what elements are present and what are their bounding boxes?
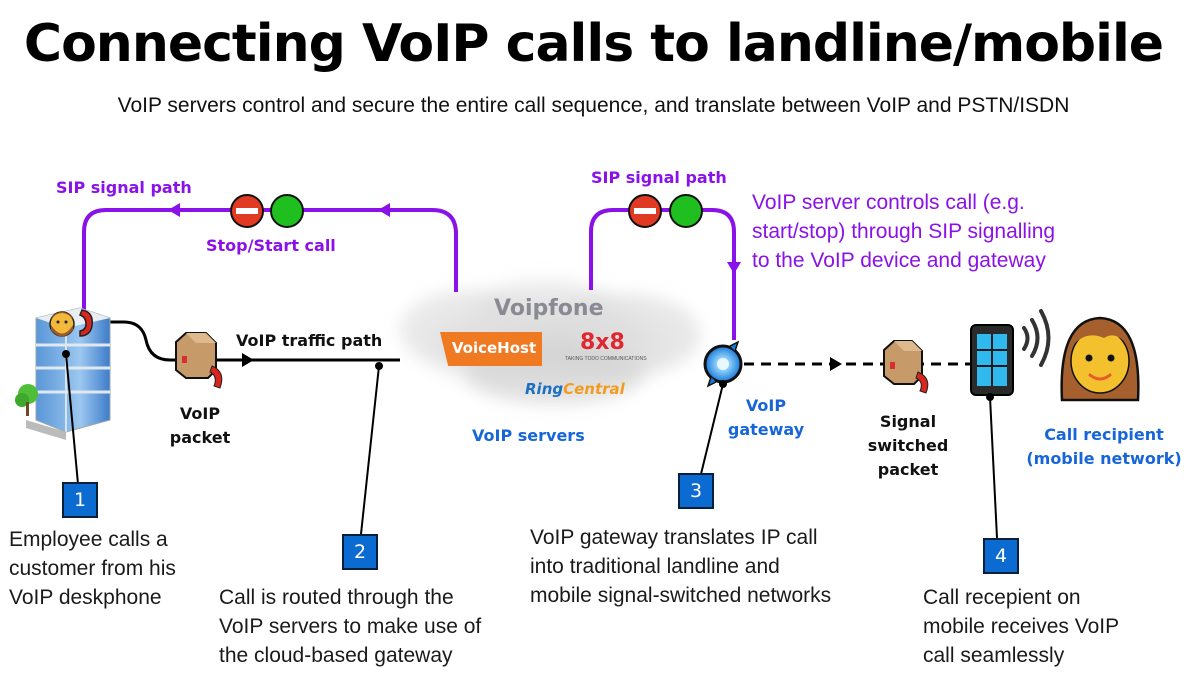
sip-arrow-right [727, 262, 741, 274]
sip-arrow-left-2 [378, 203, 390, 217]
voip-packet-label: VoIP packet [160, 402, 240, 450]
call-recipient-label: Call recipient (mobile network) [1024, 423, 1184, 471]
step-badge-2: 2 [342, 534, 378, 570]
mobile-phone-icon [970, 324, 1014, 396]
step-line: into traditional landline and [530, 555, 780, 578]
page-title: Connecting VoIP calls to landline/mobile [23, 14, 1164, 74]
ringcentral-logo-central: Central [563, 380, 625, 398]
switched-label-line: Signal [879, 412, 937, 431]
switched-label-line: packet [877, 460, 939, 479]
step-line: mobile receives VoIP [923, 615, 1120, 638]
voip-servers-label: VoIP servers [472, 426, 585, 445]
step-description-1: Employee calls a customer from his VoIP … [9, 525, 176, 612]
stop-icon-left [230, 194, 264, 228]
step-line: Employee calls a [9, 528, 168, 551]
step-line: Call recepient on [923, 586, 1081, 609]
step-line: VoIP servers to make use of [219, 615, 482, 638]
voipfone-logo-text: Voipfone [494, 296, 604, 321]
sip-signal-path-label-left: SIP signal path [56, 178, 192, 197]
start-icon-right [669, 194, 703, 228]
eightbyeight-tagline: TAKING TODO COMMUNICATIONS [565, 356, 647, 362]
gateway-label-line: gateway [727, 420, 805, 439]
step-line: the cloud-based gateway [219, 644, 453, 667]
step-badge-3: 3 [678, 473, 714, 509]
gateway-label-line: VoIP [745, 396, 787, 415]
note-line: to the VoIP device and gateway [752, 249, 1046, 272]
call-recipient-avatar-icon [1060, 316, 1140, 402]
step-line: customer from his [9, 557, 176, 580]
signal-waves-icon [1022, 309, 1051, 367]
recipient-label-line: (mobile network) [1026, 449, 1182, 468]
callout-line-2 [360, 362, 383, 535]
traffic-arrow [242, 353, 254, 367]
switched-packet-label: Signal switched packet [858, 410, 958, 482]
eightbyeight-logo: 8x8 [580, 330, 625, 355]
step-description-4: Call recepient on mobile receives VoIP c… [923, 583, 1119, 670]
step-description-2: Call is routed through the VoIP servers … [219, 583, 481, 670]
sip-signal-path-label-right: SIP signal path [591, 168, 727, 187]
recipient-label-line: Call recipient [1044, 425, 1164, 444]
note-line: VoIP server controls call (e.g. [752, 191, 1025, 214]
callout-line-4 [986, 393, 998, 539]
step-line: Call is routed through the [219, 586, 454, 609]
packet-label-line: VoIP [179, 404, 221, 423]
ringcentral-logo-ring: Ring [525, 380, 564, 398]
voipfone-logo: Voipfone [494, 296, 604, 321]
start-icon-left [270, 194, 304, 228]
sip-path-left [82, 208, 458, 322]
step-badge-1: 1 [62, 482, 98, 518]
step-description-3: VoIP gateway translates IP call into tra… [530, 523, 831, 610]
callout-line-1 [62, 350, 79, 485]
ringcentral-logo: RingCentral [525, 380, 625, 398]
stop-start-call-label: Stop/Start call [206, 236, 336, 255]
sip-path-right [589, 208, 736, 340]
voicehost-logo-text: VoiceHost [451, 339, 537, 357]
sip-arrow-left-1 [168, 203, 180, 217]
step-line: VoIP deskphone [9, 586, 162, 609]
step-line: call seamlessly [923, 644, 1065, 667]
switched-label-line: switched [867, 436, 949, 455]
voip-traffic-path [100, 320, 400, 362]
step-line: VoIP gateway translates IP call [530, 526, 818, 549]
voip-packet-icon [175, 332, 223, 389]
switched-arrow [830, 357, 842, 371]
step-line: mobile signal-switched networks [530, 584, 832, 607]
voip-traffic-path-label: VoIP traffic path [236, 331, 383, 350]
employee-avatar-icon [49, 311, 75, 337]
voip-gateway-icon [703, 340, 743, 388]
voicehost-logo: VoiceHost [440, 332, 542, 366]
stop-icon-right [628, 194, 662, 228]
packet-label-line: packet [169, 428, 231, 447]
step-badge-4: 4 [983, 538, 1019, 574]
page-subtitle: VoIP servers control and secure the enti… [117, 94, 1070, 117]
deskphone-icon [79, 309, 94, 337]
switched-packet-icon [883, 340, 929, 394]
voip-gateway-label: VoIP gateway [726, 394, 806, 442]
sip-control-note: VoIP server controls call (e.g. start/st… [752, 188, 1055, 275]
note-line: start/stop) through SIP signalling [752, 220, 1056, 243]
callout-line-3 [700, 380, 727, 475]
